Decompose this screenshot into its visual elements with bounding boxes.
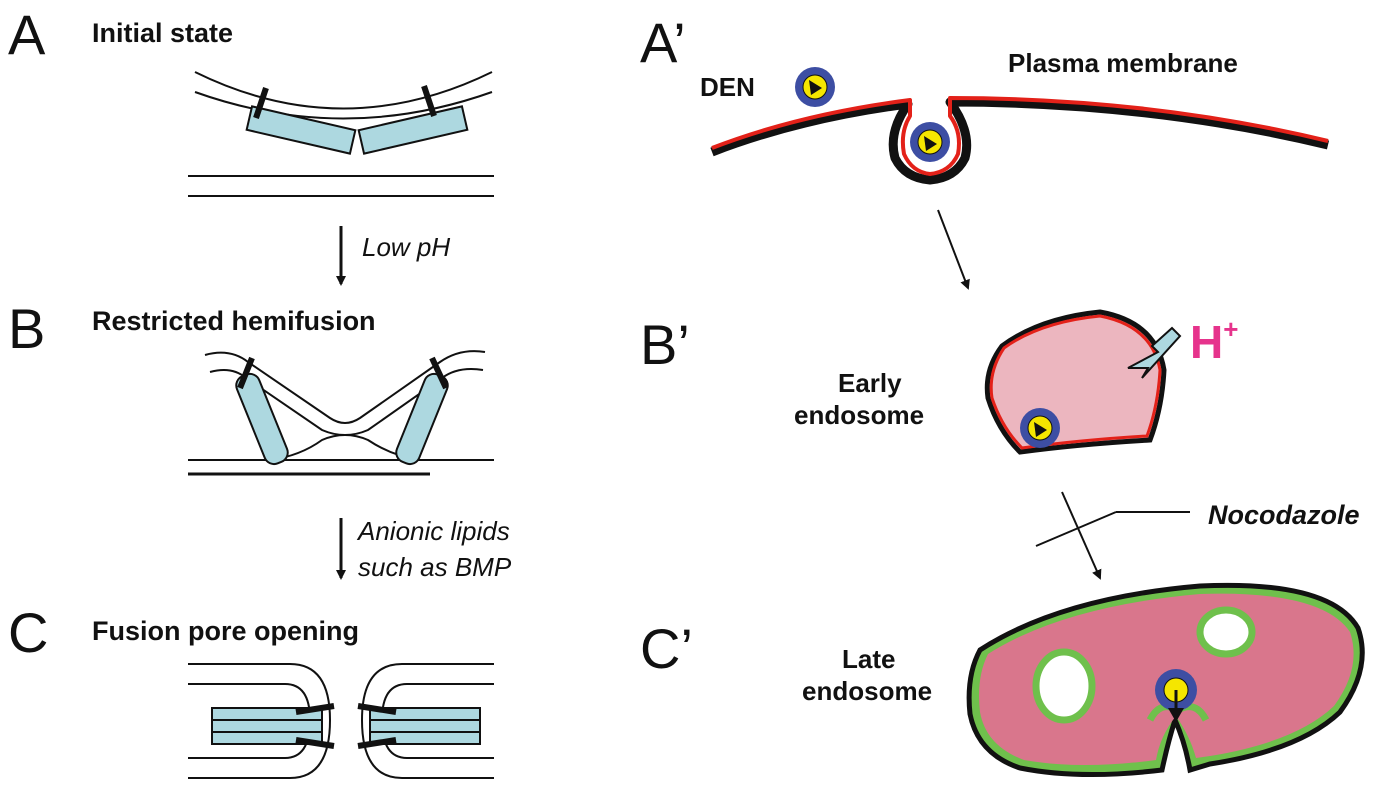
- intraluminal-vesicle-left: [1032, 648, 1096, 724]
- panel-letter-b-prime: B’: [640, 313, 690, 376]
- plasma-membrane-outer: [710, 97, 1330, 185]
- panel-a: A Initial state: [8, 3, 494, 197]
- inhibition-bar: [1035, 511, 1117, 547]
- panel-title-c: Fusion pore opening: [92, 616, 359, 646]
- fusion-peptide-left: [245, 105, 357, 155]
- anchor-b-left: [237, 356, 255, 390]
- panel-title-b: Restricted hemifusion: [92, 306, 376, 336]
- panel-letter-c-prime: C’: [640, 617, 693, 680]
- pore-membrane-left-outer: [188, 663, 332, 779]
- step-label-low-ph: Low pH: [362, 232, 450, 262]
- arrow-to-early-endosome: [937, 209, 970, 290]
- rna-release-arrow: [1168, 708, 1184, 722]
- inhibition-nocodazole: Nocodazole: [1035, 491, 1360, 580]
- pore-membrane-right-outer: [360, 663, 494, 779]
- hemifusion-upper-leaflet: [204, 350, 486, 424]
- panel-c: C Fusion pore opening: [8, 601, 494, 779]
- panel-letter-c: C: [8, 601, 48, 664]
- viral-membrane-inner: [194, 91, 493, 120]
- step-arrow-anionic: Anionic lipids such as BMP: [336, 516, 512, 582]
- label-plasma-membrane: Plasma membrane: [1008, 48, 1238, 78]
- step-arrow-low-ph: Low pH: [336, 226, 450, 286]
- peptide-bundle-left: [211, 707, 323, 745]
- plasma-membrane-inner: [711, 96, 1329, 176]
- viral-membrane-outer: [194, 71, 493, 110]
- anchor-b-right: [429, 356, 449, 390]
- arrow-to-late-endosome: [1061, 491, 1102, 580]
- anchor-right: [421, 85, 437, 117]
- panel-b-prime: B’ Early endosome H+: [640, 309, 1238, 455]
- hemifusion-stalk: [269, 434, 421, 461]
- panel-c-prime: C’ Late endosome: [640, 582, 1365, 778]
- step-label-anionic-2: such as BMP: [358, 552, 512, 582]
- label-endosome-early: endosome: [794, 400, 924, 430]
- panel-b: B Restricted hemifusion: [8, 297, 494, 476]
- label-endosome-late: endosome: [802, 676, 932, 706]
- panel-a-prime: A’ DEN Plasma membrane: [640, 11, 1330, 185]
- step-label-anionic-1: Anionic lipids: [356, 516, 510, 546]
- label-nocodazole: Nocodazole: [1208, 500, 1360, 530]
- fusion-peptide-right: [357, 105, 469, 155]
- peptide-bundle-right: [369, 707, 481, 745]
- panel-letter-a-prime: A’: [640, 11, 686, 74]
- label-den: DEN: [700, 72, 755, 102]
- intraluminal-vesicle-right: [1196, 606, 1256, 658]
- label-early: Early: [838, 368, 902, 398]
- proton-influx-arrow: [1127, 326, 1182, 379]
- anchor-left: [253, 87, 269, 119]
- panel-letter-a: A: [8, 3, 46, 66]
- panel-letter-b: B: [8, 297, 45, 360]
- panel-title-a: Initial state: [92, 18, 233, 48]
- label-late: Late: [842, 644, 895, 674]
- proton-label: H+: [1190, 314, 1238, 368]
